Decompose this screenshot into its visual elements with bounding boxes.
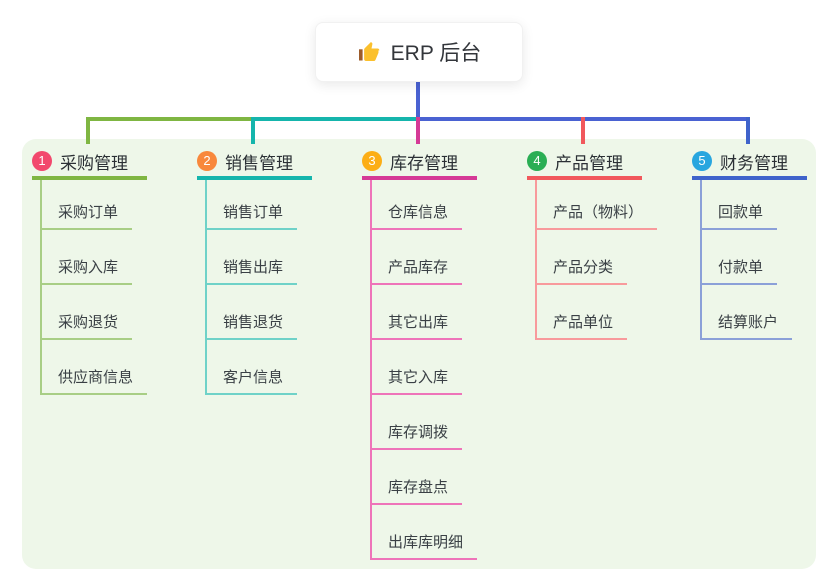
branch-product: 4 产品管理 产品（物料） 产品分类 产品单位 <box>527 0 692 588</box>
child-node[interactable]: 销售退货 <box>205 314 298 340</box>
branch-drop-line-1 <box>86 117 90 144</box>
child-node[interactable]: 产品（物料） <box>535 204 658 230</box>
branch-title-node[interactable]: 4 产品管理 <box>527 149 623 173</box>
child-node[interactable]: 库存调拨 <box>370 424 463 450</box>
root-connector-line <box>416 82 420 117</box>
branch-drop-line-4 <box>581 117 585 144</box>
branch-title-node[interactable]: 1 采购管理 <box>32 149 128 173</box>
thumbs-up-icon <box>358 42 380 61</box>
child-node[interactable]: 客户信息 <box>205 369 298 395</box>
branch-drop-line-5 <box>746 117 750 144</box>
child-node[interactable]: 采购订单 <box>40 204 133 230</box>
child-node[interactable]: 销售出库 <box>205 259 298 285</box>
branch-title-label: 产品管理 <box>555 153 623 173</box>
branch-title-node[interactable]: 5 财务管理 <box>692 149 788 173</box>
branch-title-underline <box>197 176 312 180</box>
child-node[interactable]: 出库库明细 <box>370 534 478 560</box>
branch-child-stem-line <box>370 180 372 560</box>
branch-title-node[interactable]: 2 销售管理 <box>197 149 293 173</box>
branch-title-underline <box>32 176 147 180</box>
branch-title-label: 库存管理 <box>390 153 458 173</box>
branch-procurement: 1 采购管理 采购订单 采购入库 采购退货 供应商信息 <box>32 0 197 588</box>
branch-badge: 1 <box>32 151 52 171</box>
branch-inventory: 3 库存管理 仓库信息 产品库存 其它出库 其它入库 库存调拨 库存盘点 出库库… <box>362 0 527 588</box>
root-node[interactable]: ERP 后台 <box>315 22 523 82</box>
branch-drop-line-3 <box>416 117 420 144</box>
branch-finance: 5 财务管理 回款单 付款单 结算账户 <box>692 0 839 588</box>
child-node[interactable]: 采购退货 <box>40 314 133 340</box>
child-node[interactable]: 库存盘点 <box>370 479 463 505</box>
child-node[interactable]: 回款单 <box>700 204 778 230</box>
root-label: ERP 后台 <box>390 42 482 65</box>
child-node[interactable]: 仓库信息 <box>370 204 463 230</box>
child-node[interactable]: 其它出库 <box>370 314 463 340</box>
branch-title-underline <box>527 176 642 180</box>
child-node[interactable]: 产品库存 <box>370 259 463 285</box>
branch-badge: 5 <box>692 151 712 171</box>
branch-drop-line-2 <box>251 117 255 144</box>
bus-line-teal <box>251 117 416 121</box>
branch-badge: 2 <box>197 151 217 171</box>
branch-child-stem-line <box>205 180 207 395</box>
branch-title-label: 销售管理 <box>225 153 293 173</box>
branch-sales: 2 销售管理 销售订单 销售出库 销售退货 客户信息 <box>197 0 362 588</box>
branch-title-label: 采购管理 <box>60 153 128 173</box>
child-node[interactable]: 结算账户 <box>700 314 793 340</box>
branch-badge: 3 <box>362 151 382 171</box>
child-node[interactable]: 其它入库 <box>370 369 463 395</box>
branches-panel <box>22 139 816 569</box>
child-node[interactable]: 产品分类 <box>535 259 628 285</box>
child-node[interactable]: 供应商信息 <box>40 369 148 395</box>
branch-title-underline <box>362 176 477 180</box>
child-node[interactable]: 采购入库 <box>40 259 133 285</box>
branch-child-stem-line <box>40 180 42 395</box>
branch-title-node[interactable]: 3 库存管理 <box>362 149 458 173</box>
bus-line-green <box>86 117 251 121</box>
child-node[interactable]: 产品单位 <box>535 314 628 340</box>
branch-title-underline <box>692 176 807 180</box>
branch-child-stem-line <box>700 180 702 340</box>
child-node[interactable]: 销售订单 <box>205 204 298 230</box>
branch-title-label: 财务管理 <box>720 153 788 173</box>
branch-child-stem-line <box>535 180 537 340</box>
child-node[interactable]: 付款单 <box>700 259 778 285</box>
branch-badge: 4 <box>527 151 547 171</box>
